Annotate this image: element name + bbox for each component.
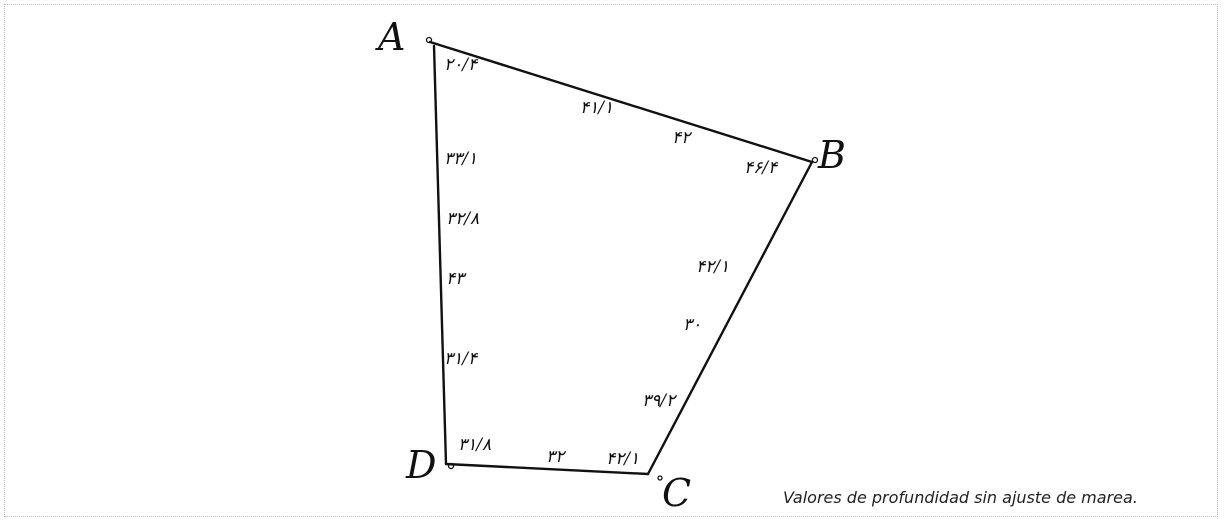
- depth-cd-2: ۳۱/۸: [458, 435, 491, 455]
- figure-frame: [4, 4, 1218, 517]
- vertex-marker-d: [447, 462, 455, 470]
- depth-da-2: ۴۳: [446, 269, 467, 289]
- vertex-markers: [425, 36, 819, 481]
- survey-polygon: [428, 40, 814, 476]
- vertex-marker-c: [657, 475, 663, 481]
- edge-cd: [444, 462, 650, 476]
- depth-bc-4: ۴۲/۱: [606, 449, 639, 469]
- depth-bc-3: ۳۹/۲: [642, 391, 678, 411]
- depth-da-3: ۳۲/۸: [446, 209, 479, 229]
- vertex-label-b: B: [817, 133, 846, 177]
- depth-da-4: ۳۳/۱: [444, 149, 477, 169]
- depth-ab-1: ۲۰/۴: [444, 55, 479, 75]
- depth-ab-3: ۴۲: [672, 128, 693, 148]
- vertex-label-d: D: [405, 443, 436, 487]
- depth-bc-2: ۳۰: [683, 315, 701, 335]
- edge-ab: [428, 40, 814, 164]
- vertex-marker-a: [425, 36, 433, 44]
- edge-bc: [646, 160, 814, 476]
- edge-da: [432, 44, 448, 466]
- depth-cd-1: ۳۲: [546, 447, 567, 467]
- depth-bc-1: ۴۲/۱: [696, 257, 729, 277]
- vertex-label-a: A: [375, 15, 405, 59]
- depth-da-1: ۳۱/۴: [444, 349, 479, 369]
- figure-caption: Valores de profundidad sin ajuste de mar…: [783, 488, 1138, 507]
- depth-ab-2: ۴۱/۱: [580, 98, 613, 118]
- vertex-marker-b: [811, 156, 819, 164]
- vertex-label-c: C: [662, 471, 691, 515]
- depth-ab-4: ۴۶/۴: [744, 158, 779, 178]
